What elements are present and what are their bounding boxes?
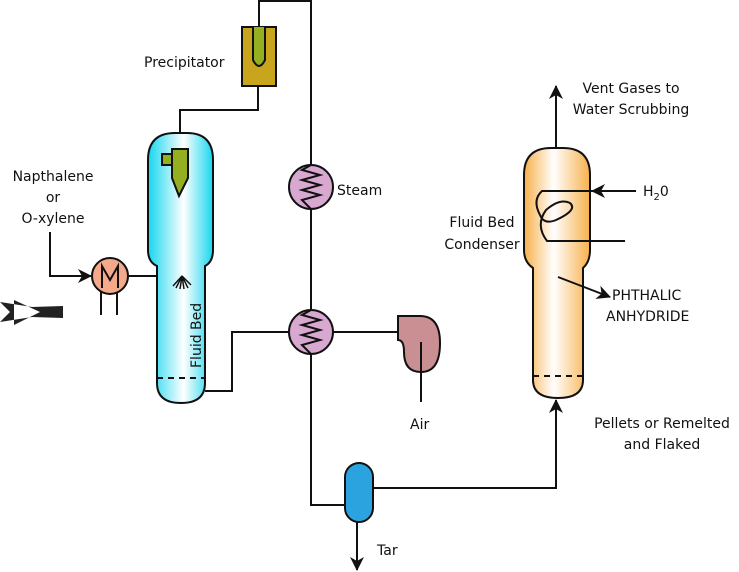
fluid-bed-condenser <box>523 147 625 400</box>
cooling-coil <box>535 190 625 242</box>
separator-to-condenser-line <box>373 399 563 489</box>
vent-label-line1: Vent Gases to <box>582 81 679 97</box>
pellets-label-line2: and Flaked <box>624 437 700 453</box>
spray-nozzle-icon <box>172 275 192 290</box>
steam-label: Steam <box>337 183 382 199</box>
feed-label-line2: or <box>46 190 61 206</box>
product-arrow <box>557 276 611 299</box>
feed-line <box>49 232 92 283</box>
water-label: H20 <box>643 184 669 203</box>
air-heat-exchanger <box>288 309 334 355</box>
precipitator-to-cyclone-line <box>179 86 259 149</box>
feed-heater <box>91 257 129 315</box>
air-label: Air <box>410 417 429 433</box>
feed-label-line3: O-xylene <box>21 211 84 227</box>
feed-inlet-arrow-icon <box>0 300 63 325</box>
fluid-bed-label: Fluid Bed <box>189 303 205 368</box>
precipitator-label: Precipitator <box>144 55 225 71</box>
tar-label: Tar <box>376 543 398 559</box>
precipitator <box>241 26 277 87</box>
condenser-label-line2: Condenser <box>444 237 519 253</box>
steam-heat-exchanger <box>288 164 334 210</box>
pipes <box>49 0 563 571</box>
condenser-label-line1: Fluid Bed <box>449 215 514 231</box>
air-blower <box>397 315 442 402</box>
precipitator-to-main-line <box>258 0 345 506</box>
pellets-label-line1: Pellets or Remelted <box>594 416 730 432</box>
product-label-line1: PHTHALIC <box>612 288 682 304</box>
product-label-line2: ANHYDRIDE <box>606 309 689 325</box>
reactor-outlet-line <box>205 331 290 392</box>
fluid-bed-reactor <box>147 132 214 405</box>
vent-label-line2: Water Scrubbing <box>573 102 689 118</box>
cyclone <box>161 148 189 199</box>
feed-label-line1: Napthalene <box>13 169 94 185</box>
tar-separator <box>344 462 374 523</box>
